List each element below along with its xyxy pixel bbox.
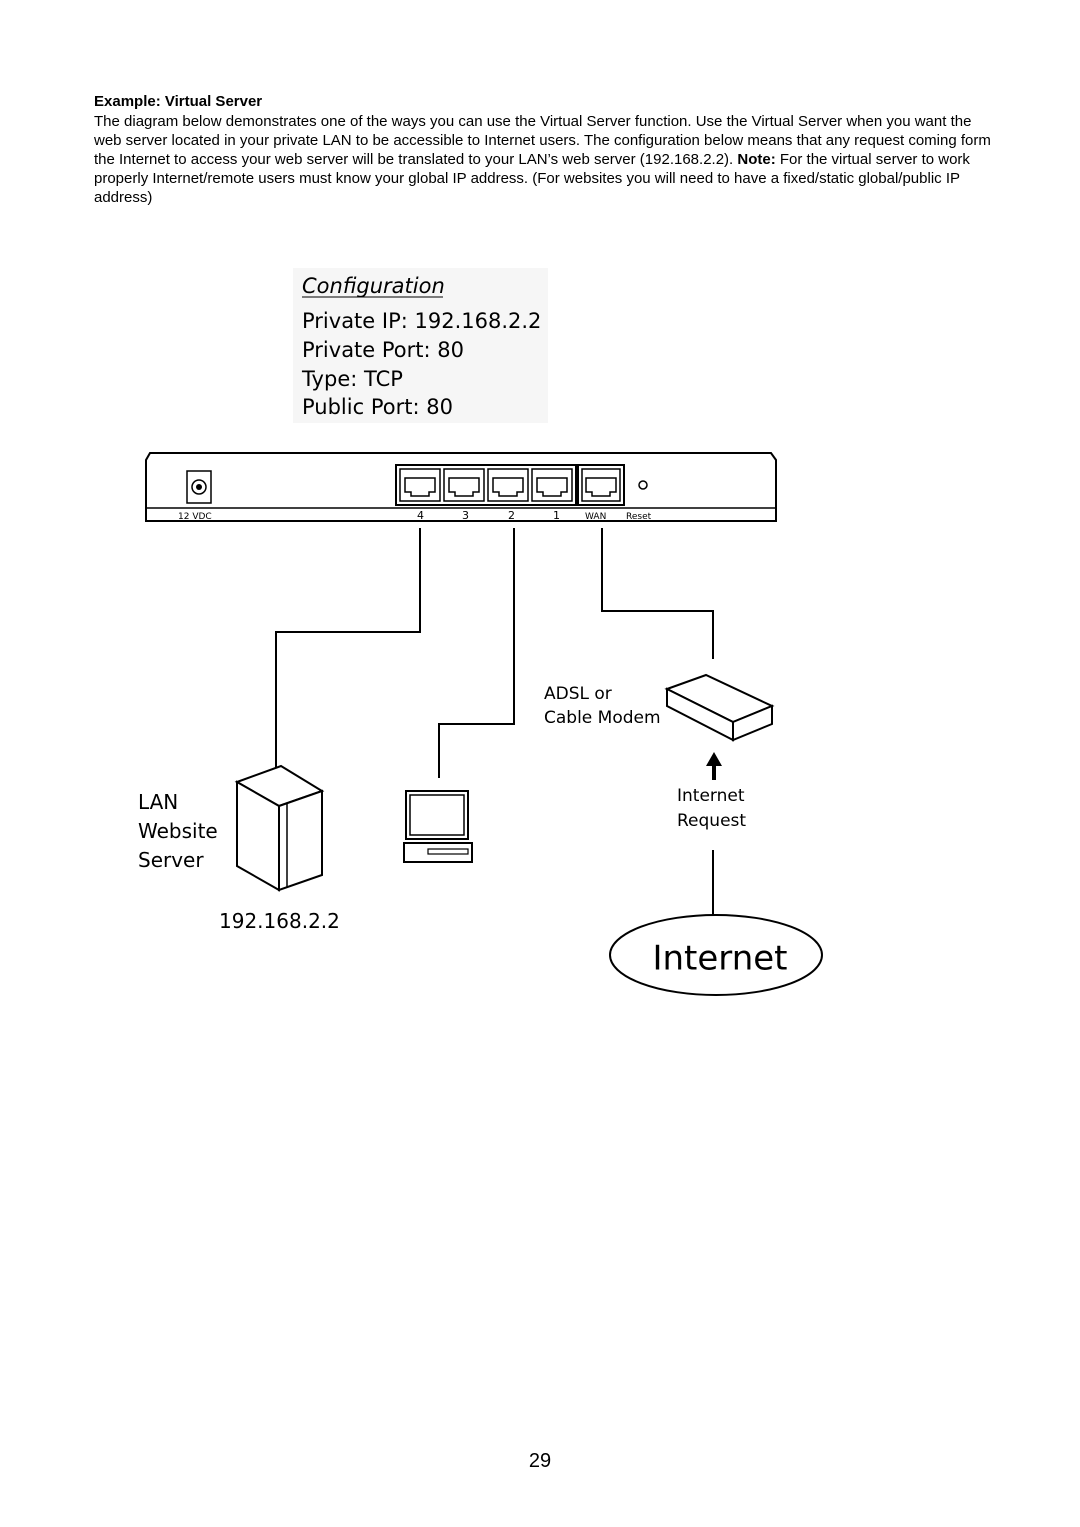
reset-label: Reset [626,512,652,522]
server-label-line1: LAN [138,790,178,814]
internet-cloud: Internet [609,914,823,996]
cable-wan-to-modem [601,528,714,659]
config-private-port: Private Port: 80 [302,338,464,362]
port-2-label: 2 [508,509,515,522]
virtual-server-diagram: Configuration Private IP: 192.168.2.2 Pr… [138,268,823,996]
server-ip-label: 192.168.2.2 [219,909,340,933]
power-jack-center [196,484,202,490]
configuration-title: Configuration [302,274,445,298]
lan-port-3-icon [443,468,485,502]
modem-label-line1: ADSL or [544,684,612,704]
wan-port-icon [577,464,625,506]
config-private-ip: Private IP: 192.168.2.2 [302,309,541,333]
wan-label: WAN [585,512,606,522]
configuration-panel: Configuration Private IP: 192.168.2.2 Pr… [293,268,548,423]
lan-port-group [395,464,577,506]
modem-icon [664,673,775,742]
power-jack-icon [186,470,212,504]
port-4-label: 4 [417,509,424,522]
up-arrow-icon [706,752,722,780]
power-label: 12 VDC [178,512,212,522]
network-cables [275,528,714,930]
reset-button-icon [638,480,648,490]
paragraph-note-text: For the virtual server to work properly … [94,151,970,206]
section-heading: Example: Virtual Server [94,93,263,110]
lan-port-1-icon [531,468,573,502]
power-jack-ring [191,479,207,495]
port-1-label: 1 [553,509,560,522]
config-public-port: Public Port: 80 [302,395,453,419]
config-type: Type: TCP [301,367,403,391]
paragraph-text: The diagram below demonstrates one of th… [94,113,991,168]
lan-port-2-icon [487,468,529,502]
body-paragraph: The diagram below demonstrates one of th… [94,112,994,207]
internet-label: Internet [652,939,787,979]
server-tower-icon [234,764,325,892]
internet-ellipse [609,914,823,996]
desktop-computer-icon [403,790,473,863]
cable-port2-to-pc [438,528,515,778]
server-label-line2: Website [138,819,218,843]
cable-port4-to-server [275,528,421,768]
modem-label-line2: Cable Modem [544,708,661,728]
note-label: Note: [737,151,776,168]
lan-port-4-icon [399,468,441,502]
request-label-line2: Request [677,811,746,831]
port-3-label: 3 [462,509,469,522]
configuration-background [293,268,548,423]
request-label-line1: Internet [677,786,745,806]
server-label-line3: Server [138,848,204,872]
page-number: 29 [528,1450,552,1472]
router-back-panel: 12 VDC 4 3 2 1 WAN Reset [145,452,777,522]
